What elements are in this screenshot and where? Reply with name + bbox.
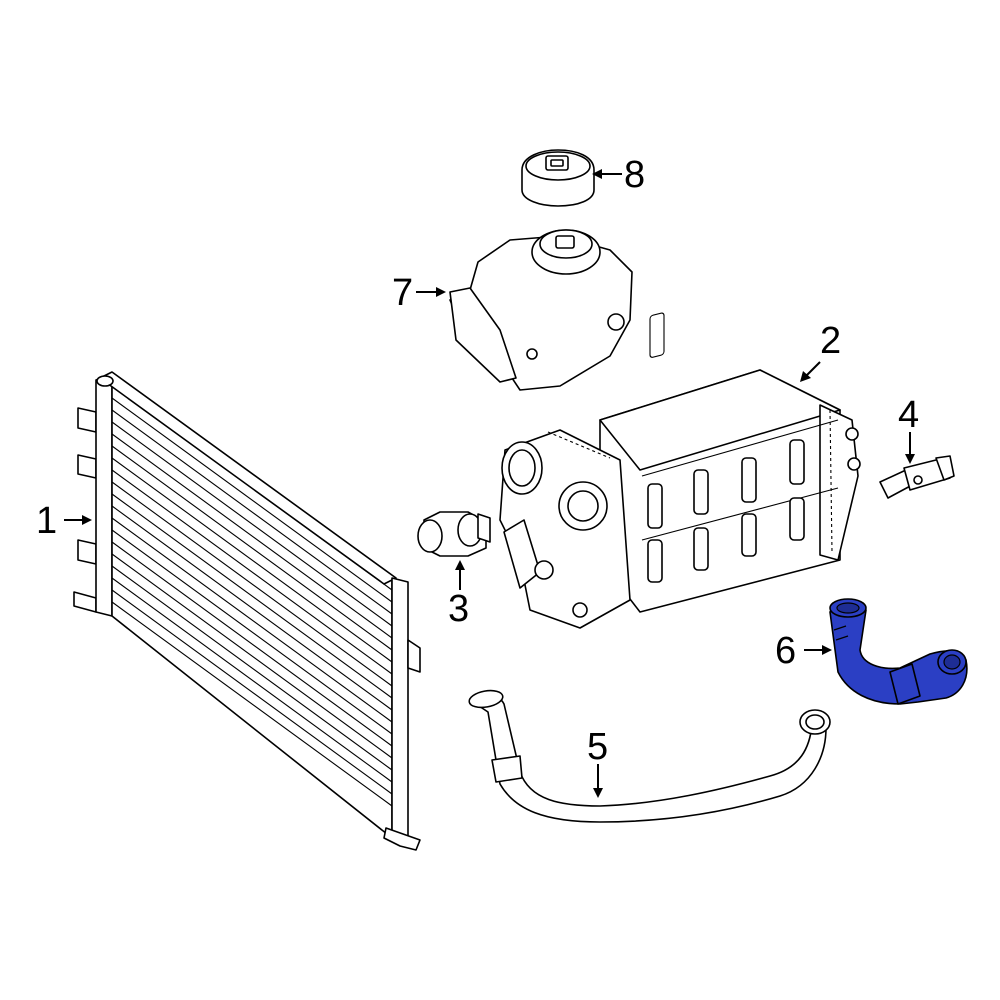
callout-5[interactable]: 5 <box>587 726 609 768</box>
callout-2[interactable]: 2 <box>820 320 842 362</box>
callout-arrow-3 <box>455 560 465 590</box>
callout-3[interactable]: 3 <box>448 588 470 630</box>
callout-6[interactable]: 6 <box>775 630 797 672</box>
callout-arrow-1 <box>64 515 92 525</box>
callout-7[interactable]: 7 <box>392 272 414 314</box>
sensor[interactable] <box>417 511 491 557</box>
temperature-sensor[interactable] <box>879 455 955 499</box>
callout-1[interactable]: 1 <box>36 500 58 542</box>
callout-arrow-4 <box>905 432 915 464</box>
tank-cap[interactable] <box>521 149 595 207</box>
callout-arrow-2 <box>800 361 821 382</box>
callout-arrow-6 <box>804 645 832 655</box>
expansion-tank[interactable] <box>449 229 633 391</box>
lower-hose[interactable] <box>468 688 831 823</box>
radiator[interactable] <box>73 371 421 851</box>
intercooler[interactable] <box>499 312 861 629</box>
callout-arrow-8 <box>592 169 622 179</box>
callout-arrow-5 <box>593 764 603 798</box>
callout-arrow-7 <box>416 287 446 297</box>
callout-8[interactable]: 8 <box>624 154 646 196</box>
upper-hose[interactable] <box>829 598 968 705</box>
callout-4[interactable]: 4 <box>898 394 920 436</box>
